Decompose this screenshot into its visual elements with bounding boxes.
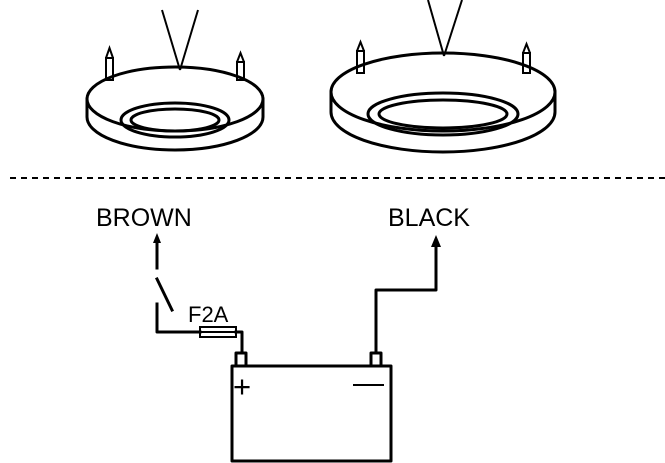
label-black: BLACK bbox=[388, 204, 470, 232]
fuse-symbol bbox=[199, 326, 237, 338]
wire-fuse-to-positive bbox=[234, 330, 244, 355]
light-fixture-right bbox=[329, 0, 557, 154]
label-brown: BROWN bbox=[96, 204, 192, 232]
black-wire bbox=[374, 235, 441, 355]
label-fuse: F2A bbox=[188, 302, 229, 327]
brown-wire bbox=[153, 233, 202, 334]
negative-terminal-sign: — bbox=[353, 365, 384, 400]
positive-terminal-sign: + bbox=[233, 369, 251, 404]
battery bbox=[230, 351, 393, 463]
light-fixture-left bbox=[85, 9, 265, 152]
